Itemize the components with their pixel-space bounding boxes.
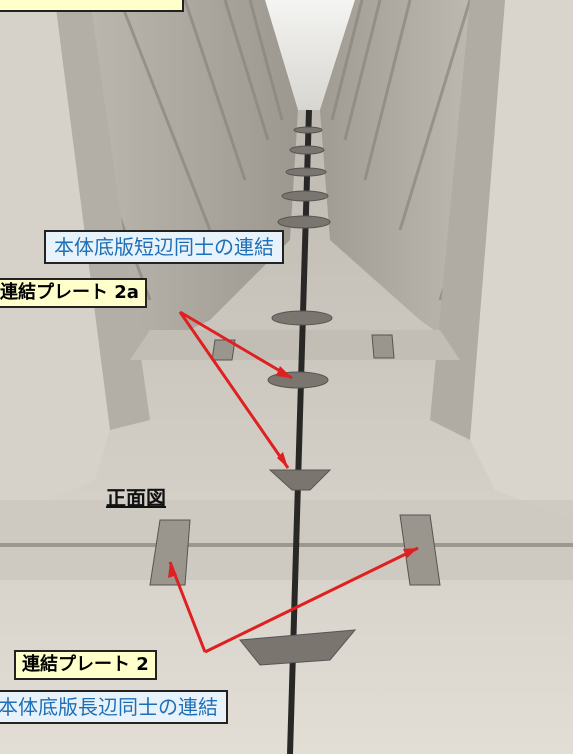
cross-beam-lower [0, 500, 573, 580]
front-view-label: 正面図 [106, 486, 166, 510]
red-arrows [168, 310, 419, 654]
tunnel-opening [265, 0, 355, 110]
top-label-box [0, 0, 184, 12]
cross-beam-upper [130, 330, 460, 360]
short-side-connection-label: 本体底版短辺同士の連結 [44, 230, 284, 264]
long-side-plate-right [399, 514, 441, 586]
long-side-plate-left [149, 519, 191, 586]
connection-plate-2-label: 連結プレート 2 [14, 650, 157, 680]
connection-plate-2a-label: 連結プレート 2a [0, 278, 147, 308]
right-column [470, 0, 573, 520]
long-side-connection-label: 本体底版長辺同士の連結 [0, 690, 228, 724]
